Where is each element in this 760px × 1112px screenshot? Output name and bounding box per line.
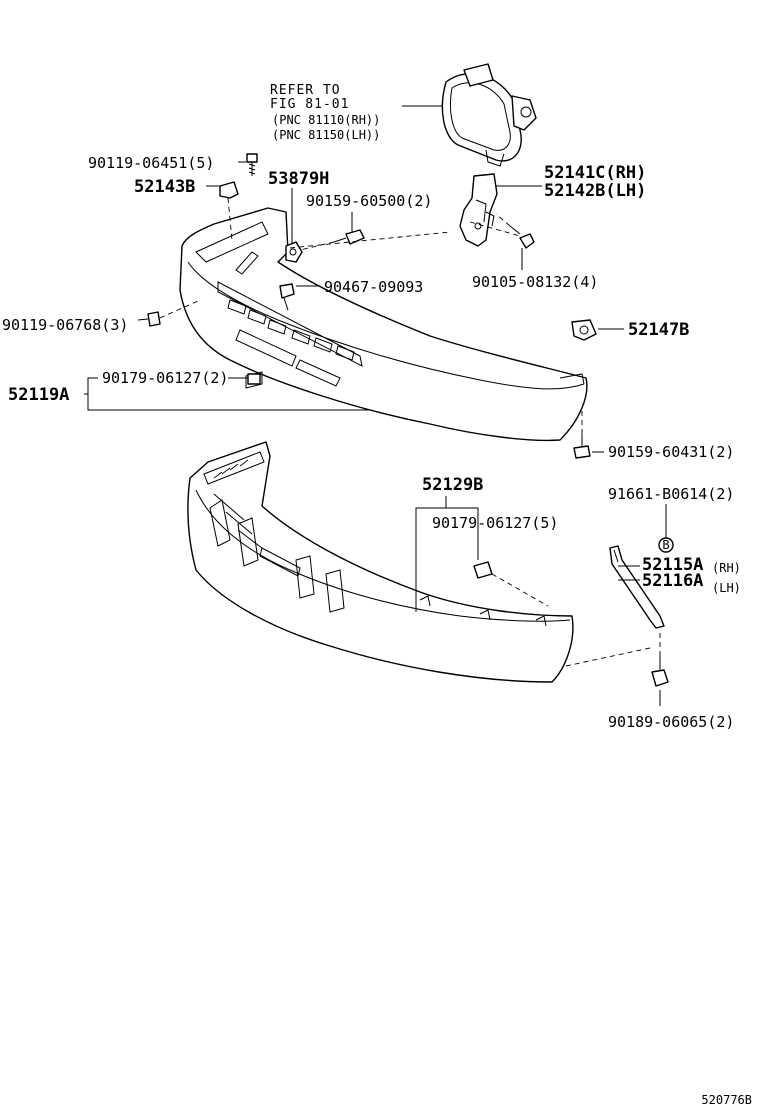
label-52143B: 52143B [134, 177, 195, 197]
label-91661-B0614: 91661-B0614(2) [608, 485, 734, 503]
nut-53879H-drawing [285, 241, 303, 263]
label-52116A: 52116A [642, 571, 703, 591]
label-90179-06127-5: 90179-06127(5) [432, 514, 558, 532]
bolt-90119-06768-drawing [137, 299, 201, 327]
label-90105-08132: 90105-08132(4) [472, 273, 598, 291]
leader-lines [84, 105, 667, 706]
reference-note: REFER TO FIG 81-01 (PNC 81110(RH)) (PNC … [270, 83, 380, 142]
label-52129B: 52129B [422, 475, 483, 495]
lamp-bracket-drawing [459, 173, 498, 247]
upper-bumper-drawing [179, 207, 588, 442]
clip-52147B-drawing [571, 319, 597, 341]
label-90119-06451: 90119-06451(5) [88, 154, 214, 172]
label-90159-60500: 90159-60500(2) [306, 192, 432, 210]
ref-line-3: (PNC 81110(RH)) [272, 113, 380, 127]
label-lh: (LH) [712, 581, 741, 595]
screw-90159-60431-drawing [573, 410, 591, 459]
label-90189-06065: 90189-06065(2) [608, 713, 734, 731]
nut-90179-06127-5-drawing [473, 561, 549, 607]
callout-b-label: B [662, 538, 669, 552]
label-52115A: 52115A [642, 555, 703, 575]
upper-dash-1 [289, 231, 451, 249]
fog-lamp-drawing [441, 63, 537, 167]
nut-90179-06127-2-drawing [247, 373, 261, 385]
label-52147B: 52147B [628, 320, 689, 340]
clip-90467-09093-drawing [279, 283, 295, 311]
label-53879H: 53879H [268, 169, 329, 189]
ref-line-1: REFER TO [270, 83, 341, 98]
diagram-id: 520776B [701, 1093, 752, 1107]
ref-line-2: FIG 81-01 [270, 97, 349, 112]
label-90467-09093: 90467-09093 [324, 278, 423, 296]
clip-52143B-drawing [219, 181, 239, 241]
label-90119-06768: 90119-06768(3) [2, 316, 128, 334]
label-52141C: 52141C(RH) [544, 163, 646, 183]
screw-90189-06065-drawing [565, 630, 669, 687]
lower-spoiler-drawing [187, 441, 574, 683]
label-90159-60431: 90159-60431(2) [608, 443, 734, 461]
bolt-90105-08132-drawing [495, 213, 535, 249]
bolt-90119-06451-drawing [246, 153, 258, 176]
callout-b: B [658, 537, 674, 553]
screw-90159-60500-drawing [299, 229, 365, 251]
ref-line-4: (PNC 81150(LH)) [272, 128, 380, 142]
label-90179-06127-2: 90179-06127(2) [102, 369, 228, 387]
label-rh: (RH) [712, 561, 741, 575]
label-52119A: 52119A [8, 385, 69, 405]
label-52142B: 52142B(LH) [544, 181, 646, 201]
